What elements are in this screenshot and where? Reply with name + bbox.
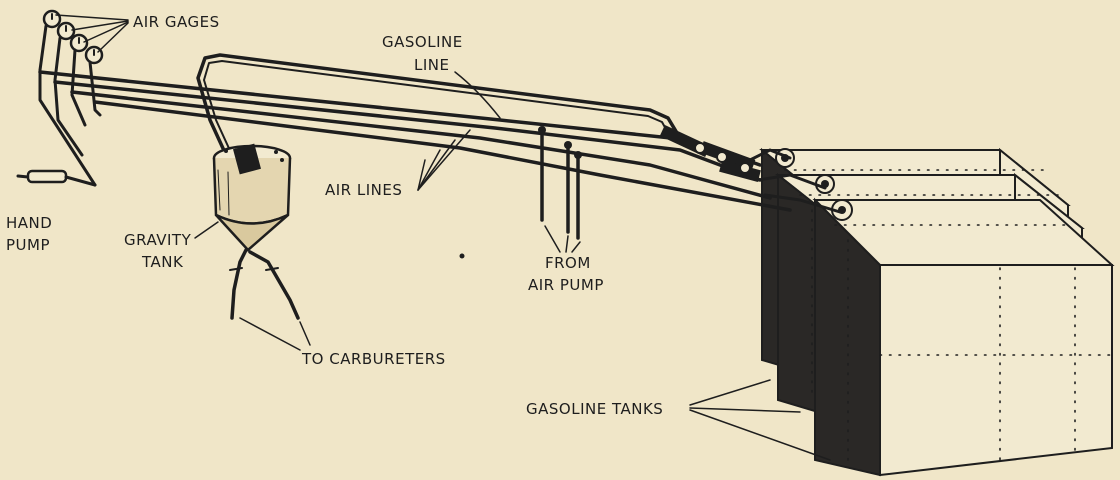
label-hand-pump-2: PUMP — [6, 236, 50, 254]
label-gasoline-line-1: GASOLINE — [382, 33, 463, 51]
label-to-carbureters: TO CARBURETERS — [301, 350, 446, 368]
labels: AIR GAGES GASOLINE LINE AIR LINES HAND P… — [6, 13, 663, 418]
gasoline-tanks — [759, 147, 1115, 477]
label-hand-pump-1: HAND — [6, 214, 52, 232]
label-gasoline-line-2: LINE — [414, 56, 449, 74]
valve-manifold — [659, 124, 842, 214]
carbureter-pipes — [229, 248, 300, 320]
label-air-lines: AIR LINES — [325, 181, 402, 199]
gravity-tank — [212, 143, 292, 252]
gasoline-line — [196, 53, 682, 170]
from-air-pump-pipes — [538, 126, 582, 240]
label-from-air-pump-1: FROM — [545, 254, 591, 272]
label-from-air-pump-2: AIR PUMP — [528, 276, 604, 294]
label-gravity-tank-2: TANK — [141, 253, 184, 271]
leader-lines — [55, 14, 831, 461]
label-gasoline-tanks: GASOLINE TANKS — [526, 400, 663, 418]
hand-pump — [16, 169, 97, 187]
label-gravity-tank-1: GRAVITY — [124, 231, 192, 249]
label-air-gages: AIR GAGES — [133, 13, 220, 31]
gasoline-tank-3 — [812, 197, 1115, 477]
ink-speck — [459, 253, 465, 259]
